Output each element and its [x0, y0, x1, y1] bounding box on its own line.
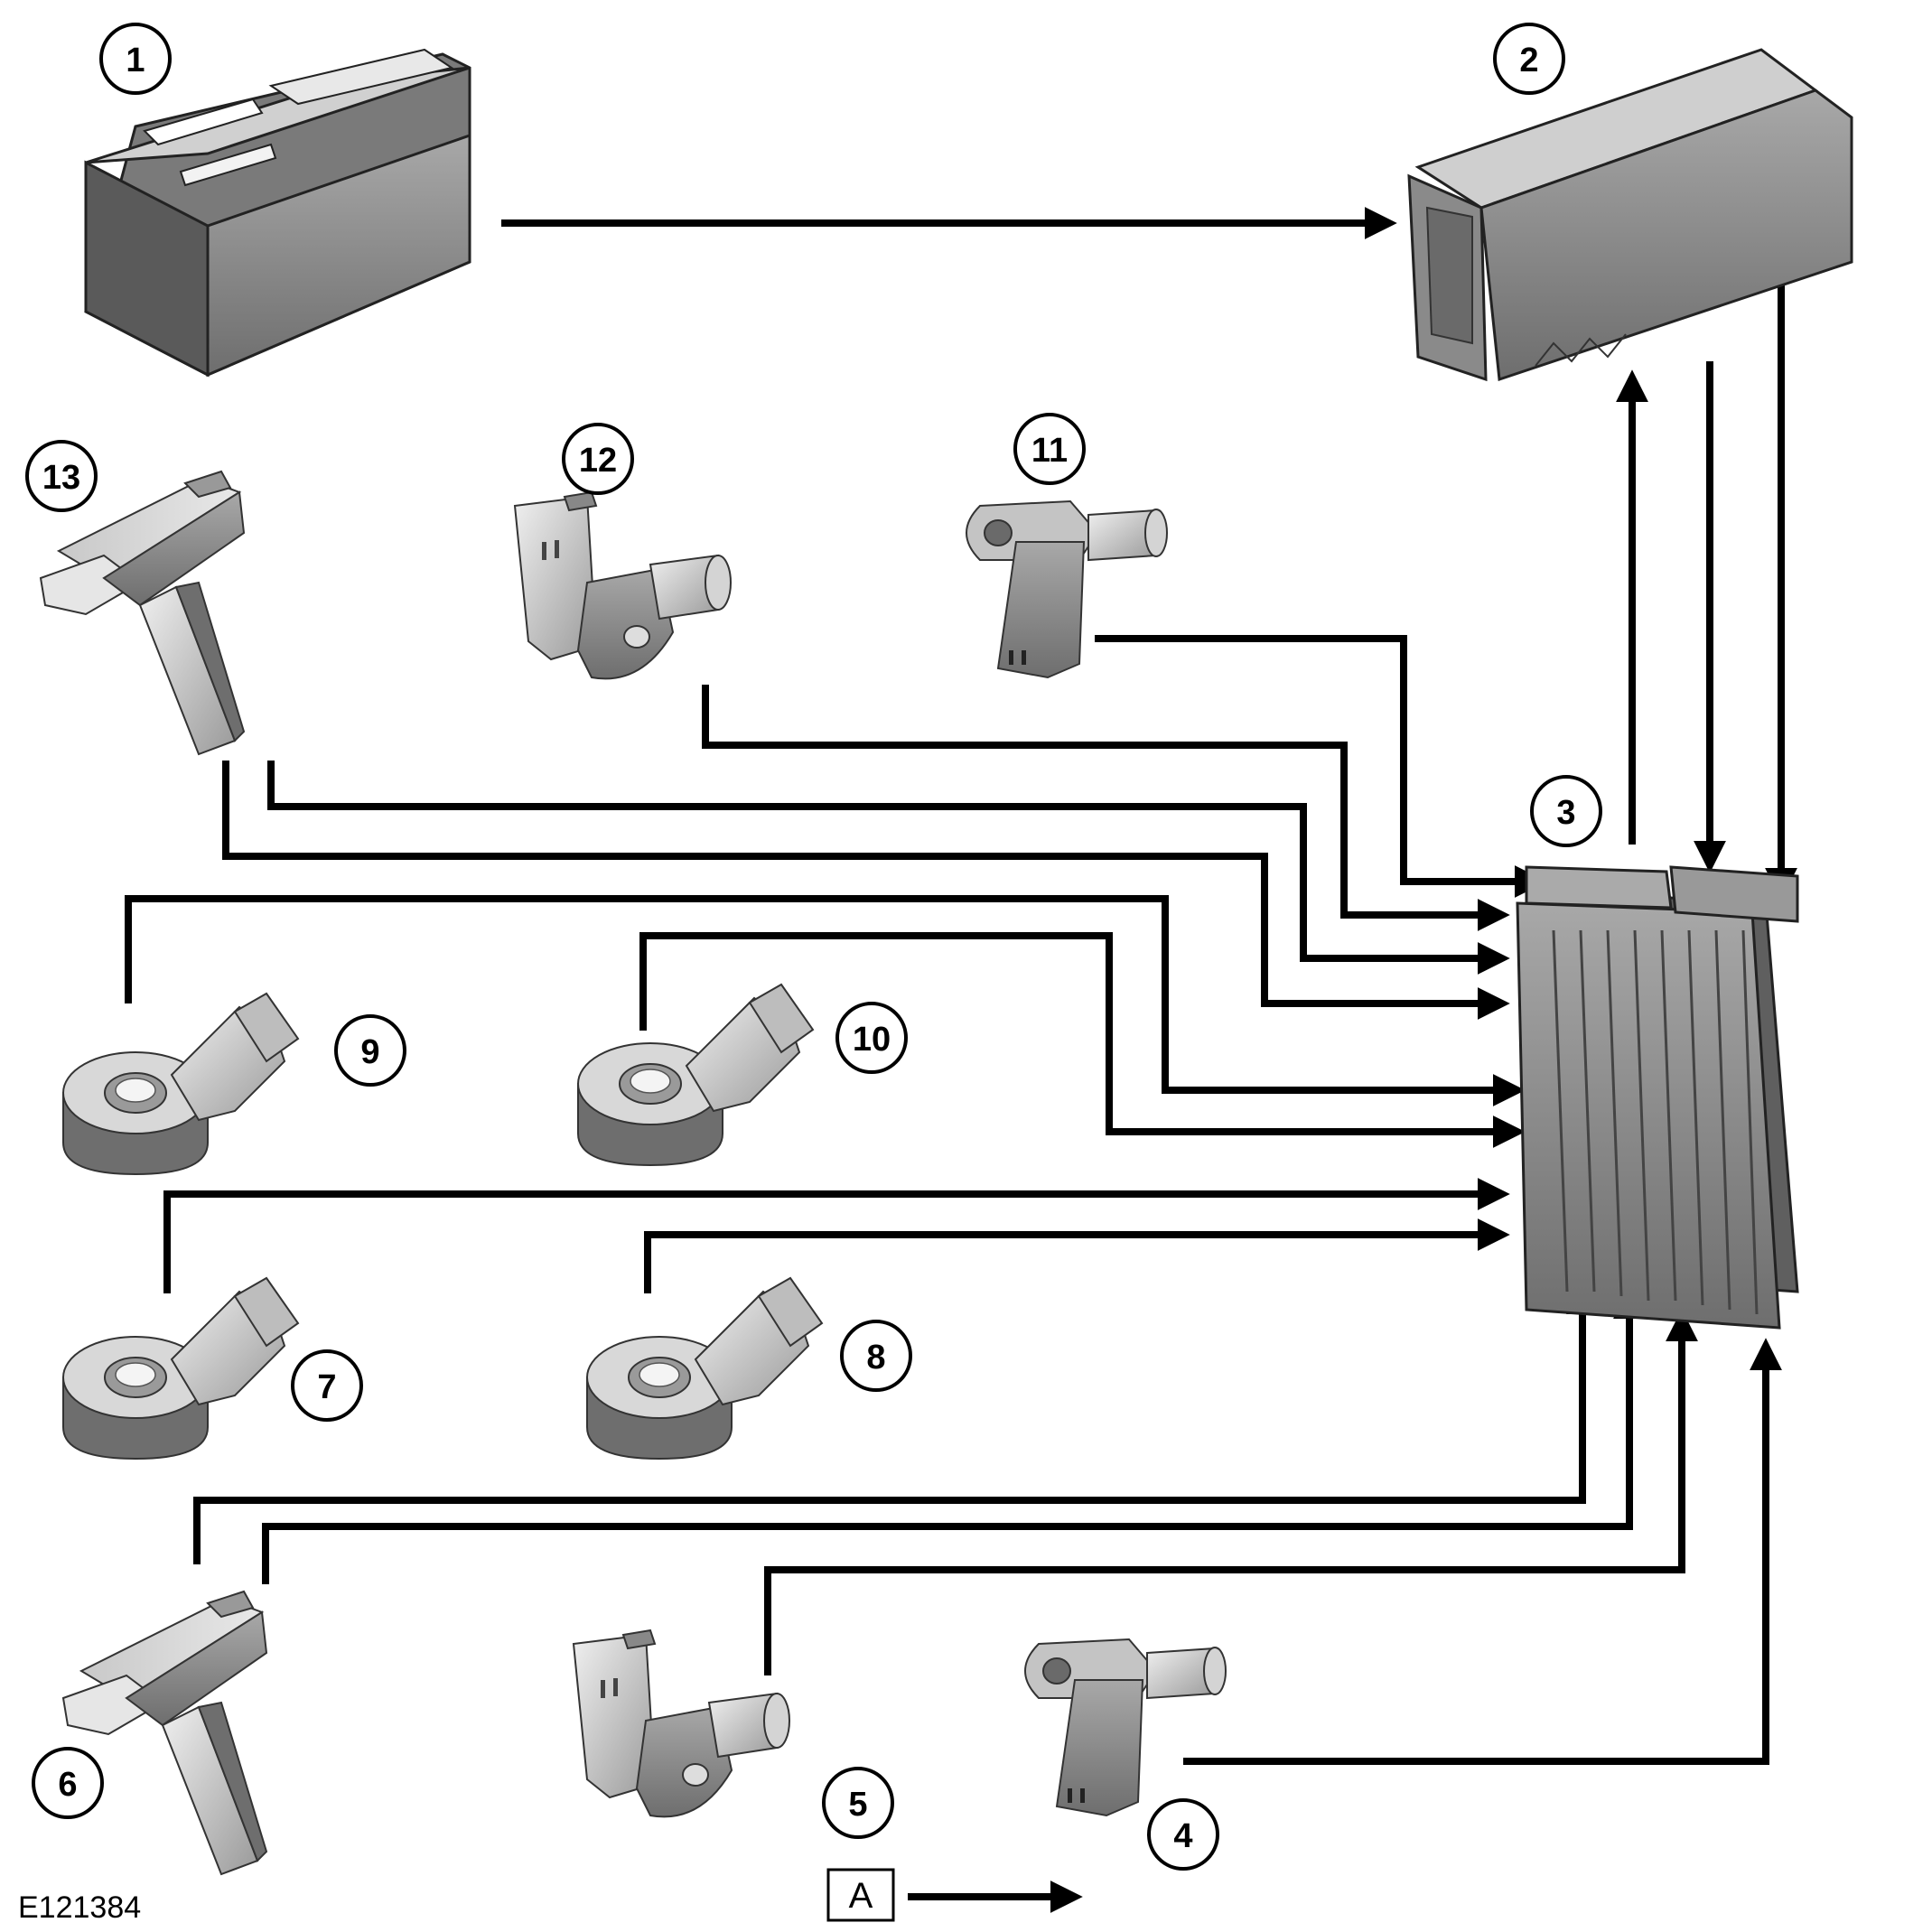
- callout-12: 12: [562, 423, 634, 495]
- svg-text:13: 13: [42, 459, 80, 497]
- callout-8: 8: [840, 1320, 912, 1392]
- svg-text:5: 5: [848, 1786, 867, 1824]
- svg-text:6: 6: [58, 1766, 77, 1804]
- svg-text:10: 10: [853, 1021, 891, 1059]
- position-sensor-5: [573, 1629, 790, 1818]
- connection-10-to-3: [639, 932, 1526, 1148]
- callout-3: 3: [1530, 775, 1602, 847]
- callout-7: 7: [291, 1349, 363, 1422]
- connection-11-to-3: [1095, 635, 1547, 898]
- svg-text:4: 4: [1173, 1817, 1192, 1855]
- svg-text:12: 12: [579, 442, 617, 480]
- callout-1: 1: [99, 23, 172, 95]
- junction-box-component: [1407, 48, 1853, 382]
- connection-13-to-3-a: [267, 761, 1510, 975]
- connection-9-to-3: [125, 895, 1526, 1106]
- connection-lines: [125, 207, 1797, 1765]
- connection-7-to-3: [163, 1178, 1510, 1293]
- legend-symbol: A: [849, 1876, 873, 1916]
- svg-text:8: 8: [866, 1339, 885, 1377]
- svg-text:7: 7: [317, 1368, 336, 1406]
- svg-text:2: 2: [1519, 42, 1538, 79]
- airflow-sensor-6: [62, 1591, 267, 1875]
- speed-sensor-11: [966, 500, 1168, 678]
- callout-11: 11: [1013, 413, 1086, 485]
- control-module-component: [1516, 865, 1799, 1330]
- svg-text:1: 1: [126, 42, 145, 79]
- connection-8-to-3: [644, 1218, 1510, 1293]
- battery-component: [84, 48, 471, 378]
- knock-sensor-10: [577, 984, 814, 1166]
- svg-text:11: 11: [1031, 432, 1068, 470]
- knock-sensor-9: [62, 993, 299, 1175]
- callout-6: 6: [32, 1747, 104, 1819]
- callout-5: 5: [822, 1767, 894, 1839]
- callout-2: 2: [1493, 23, 1565, 95]
- airflow-sensor-13: [40, 471, 245, 755]
- legend-symbol-box: [826, 1868, 895, 1922]
- figure-id: E121384: [18, 1890, 141, 1925]
- position-sensor-12: [514, 491, 732, 680]
- callout-10: 10: [835, 1002, 908, 1074]
- connection-6-to-3-a: [193, 1282, 1599, 1564]
- svg-text:9: 9: [360, 1033, 379, 1071]
- connection-12-to-3: [702, 685, 1510, 931]
- speed-sensor-4: [1024, 1638, 1227, 1816]
- callout-9: 9: [334, 1014, 406, 1087]
- legend: A: [826, 1868, 1083, 1922]
- knock-sensor-7: [62, 1277, 299, 1460]
- connection-5-to-3: [764, 1309, 1698, 1675]
- connection-4-to-3: [1183, 1338, 1782, 1765]
- callout-4: 4: [1147, 1798, 1219, 1871]
- svg-text:3: 3: [1556, 794, 1575, 832]
- knock-sensor-8: [586, 1277, 823, 1460]
- connection-6-to-3-b: [262, 1286, 1646, 1584]
- connection-13-to-3-b: [222, 761, 1510, 1020]
- callout-13: 13: [25, 440, 98, 512]
